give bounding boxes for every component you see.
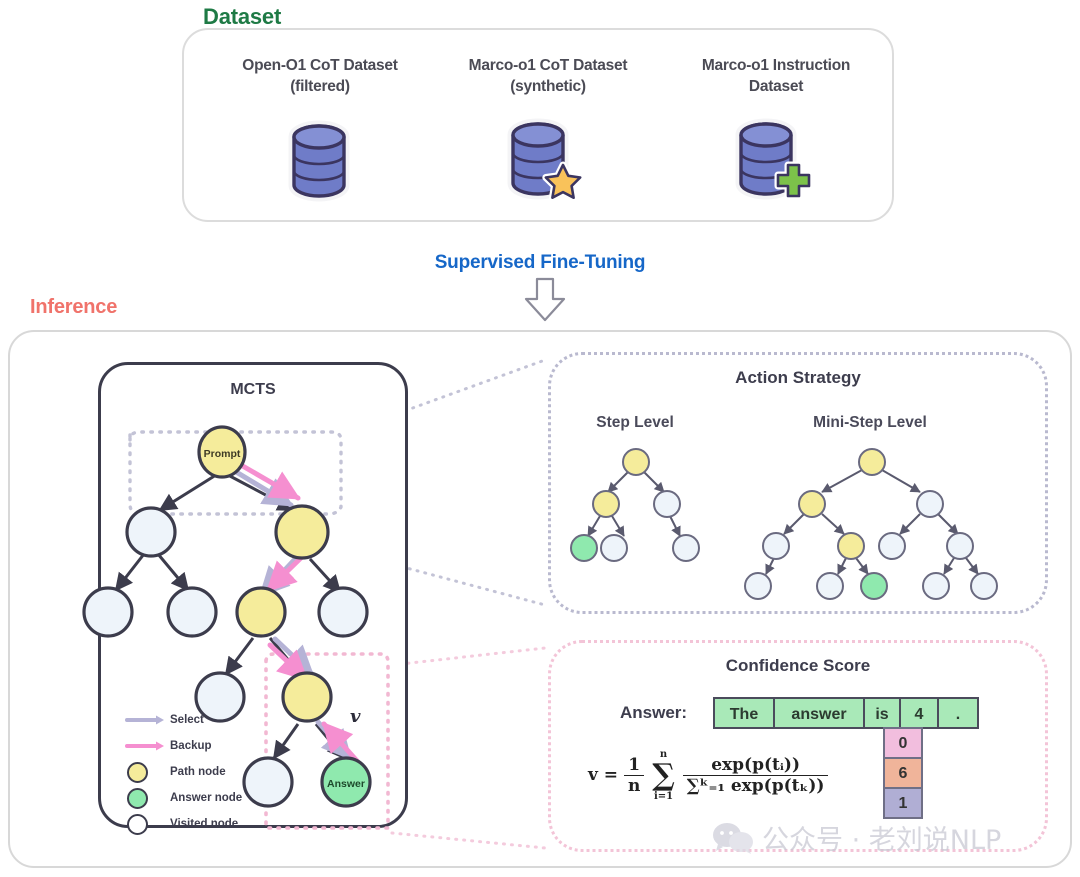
answer-token-row: The answer is 4 .: [713, 697, 979, 729]
node-visited: [946, 532, 974, 560]
node-prompt-label: Prompt: [204, 448, 241, 460]
action-strategy-heading: Action Strategy: [735, 368, 861, 387]
watermark-text: 公众号 · 老刘说NLP: [762, 825, 1002, 856]
alternative-token: 6: [883, 757, 923, 789]
path-node-swatch-icon: [126, 761, 170, 783]
wechat-icon: [712, 822, 754, 854]
value-symbol-label: v: [350, 706, 361, 727]
node-path: [837, 532, 865, 560]
legend-item-backup: Backup: [125, 733, 242, 759]
inference-section-label: Inference: [30, 296, 118, 318]
confidence-score-panel: [548, 640, 1048, 852]
node-answer: [860, 572, 888, 600]
node-path: [798, 490, 826, 518]
answer-node-swatch-icon: [126, 787, 170, 809]
mcts-title: MCTS: [230, 381, 276, 398]
mini-step-level-heading: Mini-Step Level: [813, 414, 927, 431]
formula-coefficient-numerator: 1: [628, 755, 641, 775]
formula-denominator: ∑ᵏ₌₁ exp(p(tₖ)): [682, 775, 829, 796]
dataset-section-label: Dataset: [203, 4, 282, 29]
confidence-score-heading: Confidence Score: [725, 656, 871, 675]
dataset-item-title: Marco-o1 Instruction Dataset: [701, 57, 851, 95]
node-visited: [166, 586, 218, 638]
formula-coefficient: 1 n: [623, 755, 645, 796]
dataset-item-marco-instruction: Marco-o1 Instruction Dataset: [662, 56, 890, 205]
node-visited: [922, 572, 950, 600]
node-path: [622, 448, 650, 476]
node-visited: [82, 586, 134, 638]
mini-step-level-tree: [744, 448, 998, 600]
legend-item-path-node: Path node: [126, 759, 242, 785]
legend-item-visited-node: Visited node: [126, 811, 242, 837]
dataset-item-open-o1: Open-O1 CoT Dataset (filtered): [206, 56, 434, 205]
backup-arrow-icon: [125, 740, 170, 752]
mcts-tree: Prompt Answer v: [82, 425, 390, 830]
alternative-token-column: 0 6 1: [883, 727, 923, 819]
dataset-item-title: Marco-o1 CoT Dataset (synthetic): [468, 57, 628, 95]
node-answer: [320, 756, 372, 808]
answer-label: Answer:: [620, 703, 688, 722]
dataset-item-marco-cot: Marco-o1 CoT Dataset (synthetic): [434, 56, 662, 205]
node-visited: [600, 534, 628, 562]
node-visited: [672, 534, 700, 562]
formula-coefficient-denominator: n: [623, 775, 645, 796]
legend-label: Answer node: [170, 792, 243, 804]
visited-node-swatch-icon: [126, 813, 170, 835]
formula-summation: n ∑ i=1: [652, 749, 675, 802]
dataset-item-title: Open-O1 CoT Dataset (filtered): [242, 57, 398, 95]
database-plus-icon: [662, 118, 890, 205]
node-visited: [317, 586, 369, 638]
node-path: [235, 586, 287, 638]
formula-sum-upper: n: [659, 749, 668, 760]
legend-label: Backup: [170, 740, 212, 752]
formula-numerator: exp(p(tᵢ)): [711, 755, 801, 775]
node-visited: [242, 756, 294, 808]
node-visited: [878, 532, 906, 560]
down-arrow-icon: [518, 277, 572, 322]
node-visited: [194, 671, 246, 723]
node-visited: [916, 490, 944, 518]
database-icon: [206, 119, 434, 205]
legend-label: Path node: [170, 766, 226, 778]
formula-lhs: v =: [588, 765, 619, 785]
answer-token: is: [863, 697, 901, 729]
dataset-panel: Open-O1 CoT Dataset (filtered) Marco-o1 …: [182, 28, 894, 222]
node-answer: [570, 534, 598, 562]
node-visited: [762, 532, 790, 560]
legend-item-select: Select: [125, 707, 242, 733]
node-visited: [653, 490, 681, 518]
confidence-score-formula: v = 1 n n ∑ i=1 exp(p(tᵢ)) ∑ᵏ₌₁ exp(p(tₖ…: [588, 749, 829, 802]
node-visited: [744, 572, 772, 600]
database-star-icon: [434, 118, 662, 205]
step-level-heading: Step Level: [596, 414, 674, 431]
action-strategy-panel: [548, 352, 1048, 614]
answer-token: .: [937, 697, 979, 729]
step-level-tree: [570, 448, 700, 562]
legend-item-answer-node: Answer node: [126, 785, 242, 811]
node-prompt: [197, 425, 247, 479]
answer-token: answer: [773, 697, 865, 729]
answer-token-selected: 4: [899, 697, 939, 729]
supervised-fine-tuning-label: Supervised Fine-Tuning: [434, 252, 646, 273]
node-path: [274, 504, 330, 560]
node-path: [281, 671, 333, 723]
alternative-token: 0: [883, 727, 923, 759]
watermark: 公众号 · 老刘说NLP: [712, 818, 1001, 857]
node-path: [858, 448, 886, 476]
alternative-token: 1: [883, 787, 923, 819]
node-visited: [816, 572, 844, 600]
legend-label: Select: [170, 714, 204, 726]
node-answer-label: Answer: [327, 778, 365, 790]
formula-fraction: exp(p(tᵢ)) ∑ᵏ₌₁ exp(p(tₖ)): [682, 755, 829, 796]
answer-token: The: [713, 697, 775, 729]
select-arrow-icon: [125, 714, 170, 726]
formula-sum-lower: i=1: [653, 791, 674, 802]
mcts-legend: Select Backup Path node Answer node Visi…: [125, 707, 242, 837]
legend-label: Visited node: [170, 818, 239, 830]
node-path: [592, 490, 620, 518]
node-visited: [970, 572, 998, 600]
node-visited: [125, 506, 177, 558]
